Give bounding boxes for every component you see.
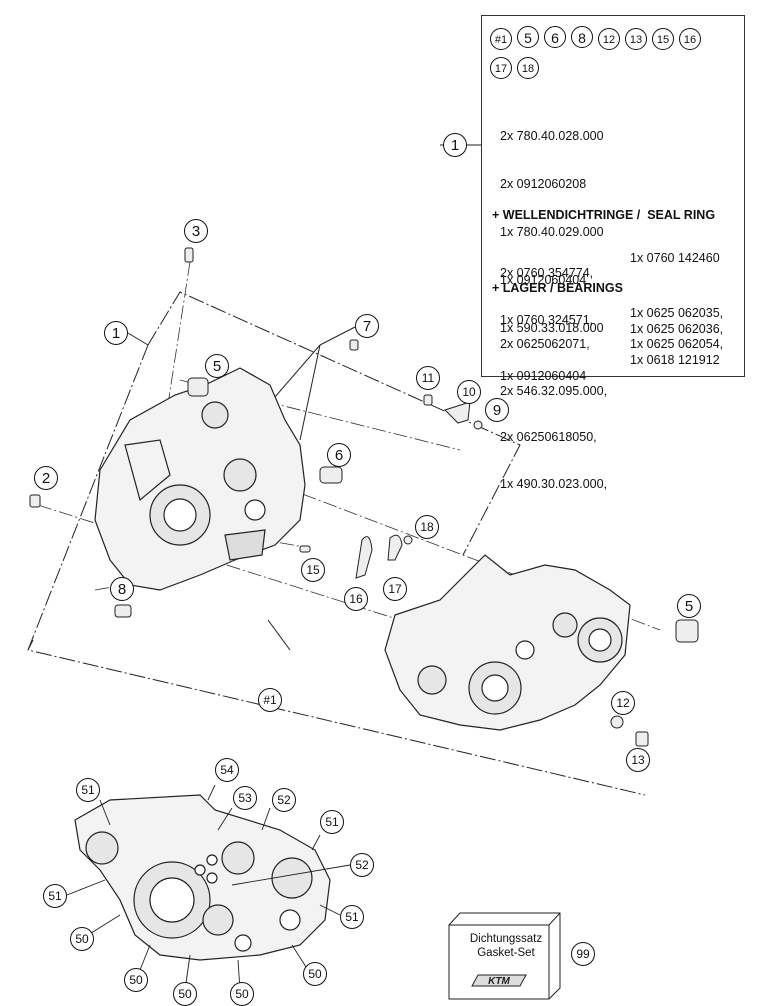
part-number-line: 1x 590.33.018.000	[500, 321, 604, 335]
callout-99: 99	[571, 942, 595, 966]
crankcase-detail-view	[74, 794, 331, 961]
callout-50-bottom-1: 50	[124, 968, 148, 992]
callout-3: 3	[184, 219, 208, 243]
part-5-sleeve	[187, 377, 209, 397]
callout-8: 8	[110, 577, 134, 601]
bearing-line: 2x 06250618050,	[500, 430, 597, 444]
part-16-oil-plate	[355, 536, 373, 579]
part-15-screw	[299, 545, 311, 553]
part-9-clip	[473, 420, 483, 430]
kit-badge: 12	[598, 28, 620, 50]
callout-51-right-top: 51	[320, 810, 344, 834]
callout-6: 6	[327, 443, 351, 467]
callout-5-left: 5	[205, 354, 229, 378]
callout-12: 12	[611, 691, 635, 715]
part-18-screw	[403, 535, 413, 545]
kit-badge: 6	[544, 26, 566, 48]
callout-18: 18	[415, 515, 439, 539]
bearings-heading: + LAGER / BEARINGS	[492, 281, 623, 295]
callout-5-right: 5	[677, 594, 701, 618]
part-8-sleeve	[114, 604, 132, 618]
seal-ring-line: 1x 0760 142460	[630, 250, 720, 265]
right-crankcase-half	[384, 554, 631, 731]
bearing-line: 1x 0618 121912	[630, 352, 720, 367]
bearing-line: 2x 0625062071,	[500, 337, 590, 351]
part-7-pin	[349, 339, 359, 351]
callout-51-top: 51	[76, 778, 100, 802]
callout-50-bottom-4: 50	[303, 962, 327, 986]
kit-part-numbers: 2x 780.40.028.000 2x 0912060208 1x 780.4…	[500, 96, 604, 416]
callout-11: 11	[416, 366, 440, 390]
callout-13: 13	[626, 748, 650, 772]
part-number-line: 1x 0912060404	[500, 369, 587, 383]
callout-52-right: 52	[350, 853, 374, 877]
kit-badge: 15	[652, 28, 674, 50]
gasket-set-box	[448, 912, 561, 1000]
callout-16: 16	[344, 587, 368, 611]
ktm-logo	[471, 974, 527, 987]
bearing-line: 1x 0625 062036,	[630, 321, 724, 336]
callout-7: 7	[355, 314, 379, 338]
callout-50-left: 50	[70, 927, 94, 951]
part-3-bolt	[184, 247, 194, 263]
callout-51-left: 51	[43, 884, 67, 908]
part-11-screw	[423, 394, 433, 406]
part-number-line: 2x 0912060208	[500, 177, 587, 191]
bearing-line: 1x 490.30.023.000,	[500, 476, 608, 491]
kit-badge: #1	[490, 28, 512, 50]
gasket-set-line-en: Gasket-Set	[477, 947, 535, 959]
seal-ring-heading: + WELLENDICHTRINGE / SEAL RING	[492, 208, 716, 222]
bearing-line: 2x 546.32.095.000,	[500, 383, 608, 398]
kit-badge: 17	[490, 57, 512, 79]
kit-badge: 13	[625, 28, 647, 50]
bearings-list: 2x 0625062071, 2x 546.32.095.000, 2x 062…	[500, 306, 723, 585]
callout-52-top: 52	[272, 788, 296, 812]
callout-53: 53	[233, 786, 257, 810]
callout-54: 54	[215, 758, 239, 782]
callout-1-legend: 1	[443, 133, 467, 157]
callout-50-bottom-3: 50	[230, 982, 254, 1006]
bearing-line: 1x 0625 062035,	[630, 306, 724, 320]
bearing-line: 1x 0625 062054,	[630, 337, 724, 351]
gasket-set-line-de: Dichtungssatz	[469, 933, 543, 945]
callout-17: 17	[383, 577, 407, 601]
callout-2: 2	[34, 466, 58, 490]
part-10-bracket	[444, 401, 471, 424]
part-6-bushing	[319, 466, 343, 484]
kit-badge: 18	[517, 57, 539, 79]
callout-15: 15	[301, 558, 325, 582]
part-12-washer	[610, 715, 624, 729]
callout-50-bottom-2: 50	[173, 982, 197, 1006]
seal-ring-list: 2x 0760 354774, 1x 0760 324571, 1x 0760 …	[500, 235, 720, 375]
part-number-line: 1x 0912060404	[500, 273, 587, 287]
kit-badge: 16	[679, 28, 701, 50]
part-2-plug	[29, 494, 41, 508]
callout-51-right-bottom: 51	[340, 905, 364, 929]
callout-1-frame: 1	[104, 321, 128, 345]
small-parts	[29, 247, 699, 747]
part-5-sleeve-right	[675, 619, 699, 643]
left-crankcase-half	[94, 367, 306, 591]
part-number-line: 2x 780.40.028.000	[500, 129, 604, 143]
seal-ring-line: 2x 0760 354774,	[500, 266, 594, 280]
kit-badge: 8	[571, 26, 593, 48]
part-number-line: 1x 780.40.029.000	[500, 225, 604, 239]
assembly-frame	[27, 291, 646, 796]
callout-10: 10	[457, 380, 481, 404]
callout-kit-1: #1	[258, 688, 282, 712]
part-13-bolt	[635, 731, 649, 747]
part-17-oil-plate	[387, 534, 403, 561]
gasket-set-label: Dichtungssatz Gasket-Set	[456, 932, 556, 960]
ktm-logo-text: KTM	[488, 976, 510, 987]
kit-badge: 5	[517, 26, 539, 48]
seal-ring-line: 1x 0760 324571,	[500, 312, 594, 327]
callout-9: 9	[485, 398, 509, 422]
